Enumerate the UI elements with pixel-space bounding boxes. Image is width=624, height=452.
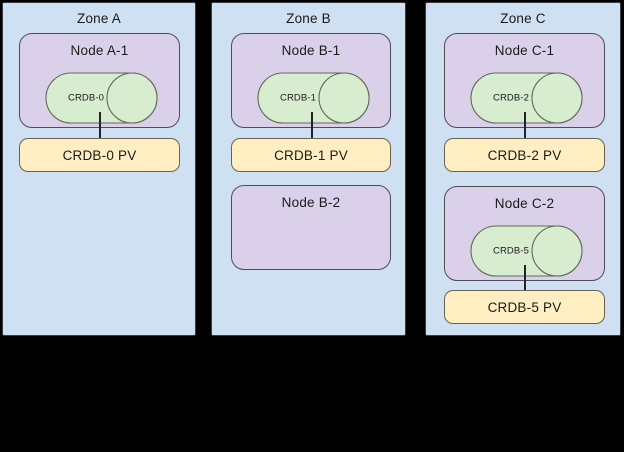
pv-label-crdb-0: CRDB-0 PV <box>62 147 137 163</box>
cylinder-shape-icon <box>45 72 158 124</box>
cylinder-shape-icon <box>470 72 583 124</box>
pv-box-crdb-5: CRDB-5 PV <box>444 290 605 324</box>
zone-title-c: Zone C <box>500 11 546 26</box>
pod-cylinder-crdb-1: CRDB-1 <box>257 72 370 124</box>
pv-box-crdb-2: CRDB-2 PV <box>444 138 605 172</box>
pod-cylinder-crdb-0: CRDB-0 <box>45 72 158 124</box>
connector-b-1 <box>311 112 313 140</box>
node-box-b-2: Node B-2 <box>231 185 391 270</box>
pod-label-crdb-5: CRDB-5 <box>493 245 529 257</box>
zone-title-b: Zone B <box>286 11 331 26</box>
pod-label-crdb-0: CRDB-0 <box>68 92 104 104</box>
pod-cylinder-crdb-2: CRDB-2 <box>470 72 583 124</box>
pv-label-crdb-1: CRDB-1 PV <box>274 147 348 163</box>
connector-a-1 <box>99 112 101 140</box>
pod-label-crdb-1: CRDB-1 <box>280 92 316 104</box>
pv-label-crdb-5: CRDB-5 PV <box>487 299 562 315</box>
node-label-c-1: Node C-1 <box>494 43 555 58</box>
connector-c-2 <box>524 265 526 293</box>
pod-cylinder-crdb-5: CRDB-5 <box>470 225 583 277</box>
connector-c-1 <box>524 112 526 140</box>
pod-label-crdb-2: CRDB-2 <box>493 92 529 104</box>
cylinder-shape-icon <box>257 72 370 124</box>
node-label-b-2: Node B-2 <box>281 195 341 210</box>
node-label-c-2: Node C-2 <box>494 196 555 211</box>
node-label-b-1: Node B-1 <box>281 43 341 58</box>
zone-title-a: Zone A <box>77 11 121 26</box>
pv-box-crdb-0: CRDB-0 PV <box>19 138 180 172</box>
pv-label-crdb-2: CRDB-2 PV <box>487 147 562 163</box>
cylinder-shape-icon <box>470 225 583 277</box>
node-label-a-1: Node A-1 <box>70 43 129 58</box>
pv-box-crdb-1: CRDB-1 PV <box>231 138 391 172</box>
